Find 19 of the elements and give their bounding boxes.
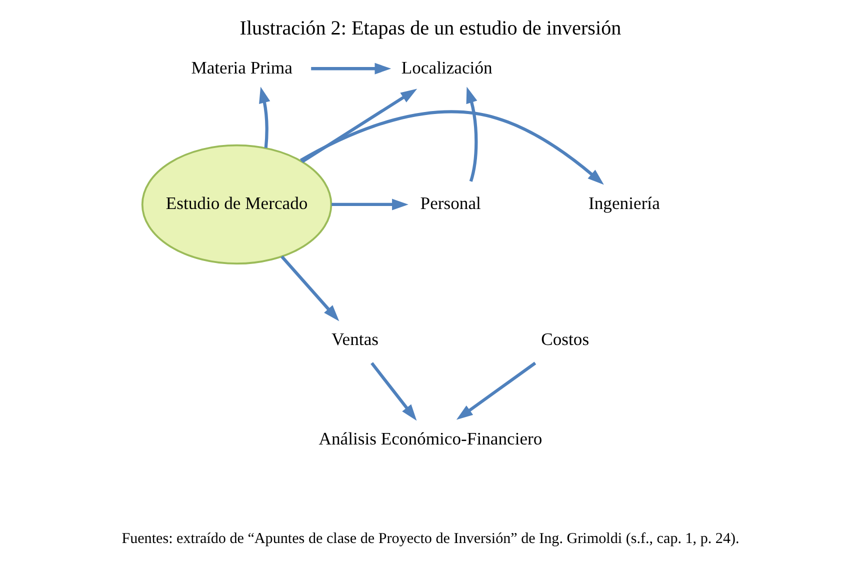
- node-text: Localización: [400, 57, 492, 78]
- arrow: [370, 362, 416, 421]
- arrow: [300, 88, 417, 163]
- node-text: Ingeniería: [588, 193, 660, 214]
- arrow: [258, 86, 270, 148]
- node-text: Costos: [540, 328, 589, 349]
- arrow: [466, 86, 478, 182]
- arrow: [456, 362, 536, 420]
- arrow: [280, 255, 339, 322]
- diagram-title: Ilustración 2: Etapas de un estudio de inversión: [239, 17, 621, 40]
- caption: Fuentes: extraído de “Apuntes de clase de Proyecto de Inversión” de Ing. Grimoldi (s.f., cap. 1, p. 24).: [121, 530, 739, 547]
- node-text: Materia Prima: [190, 57, 292, 78]
- node-ellipse: Estudio de Mercado: [140, 144, 332, 265]
- node-text: Análisis Económico-Financiero: [318, 428, 542, 448]
- arrow: [331, 198, 408, 210]
- arrow: [299, 110, 604, 185]
- node-text: Ventas: [331, 328, 378, 349]
- arrow: [310, 62, 391, 74]
- node-text: Personal: [420, 193, 480, 214]
